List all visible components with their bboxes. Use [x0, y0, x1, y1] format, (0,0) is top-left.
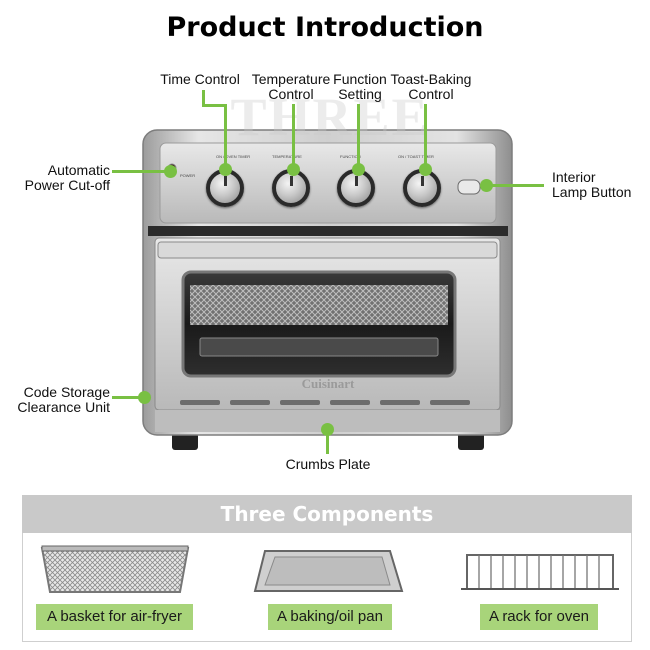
power-label: POWER [180, 173, 195, 178]
pan-inner [264, 556, 391, 586]
knob-label-time: ON / OVEN TIMER [216, 154, 250, 159]
vent-2 [230, 400, 270, 405]
knob-label-temp: TEMPERATURE [272, 154, 302, 159]
components-heading: Three Components [22, 495, 632, 533]
line-function [357, 104, 360, 166]
vent-6 [430, 400, 470, 405]
dot-power [164, 165, 177, 178]
vent-1 [180, 400, 220, 405]
basket-rim [41, 545, 189, 552]
component-label-basket: A basket for air-fryer [36, 604, 193, 630]
rack-bars [478, 555, 600, 589]
label-toast-baking-control: Toast-Baking Control [390, 71, 472, 102]
rack-frame [466, 554, 614, 590]
lamp-button-shape [457, 179, 481, 195]
inner-pan [199, 337, 439, 357]
label-code-storage: Code Storage Clearance Unit [17, 384, 110, 415]
line-temp [292, 104, 295, 166]
pan-image [253, 550, 404, 592]
line-time-c [224, 104, 227, 166]
component-label-pan: A baking/oil pan [268, 604, 392, 630]
label-lamp-button: Interior Lamp Button [552, 169, 632, 200]
dot-temp [287, 163, 300, 176]
oven-illustration: ON / OVEN TIMER TEMPERATURE FUNCTION ON … [142, 129, 513, 450]
basket-image [40, 545, 190, 593]
dot-toast [419, 163, 432, 176]
knob-label-function: FUNCTION [340, 154, 361, 159]
vent-3 [280, 400, 320, 405]
label-temperature-control: Temperature Control [251, 71, 331, 102]
rack-image [461, 554, 619, 590]
label-time-control: Time Control [160, 71, 240, 87]
door-seam [148, 226, 508, 236]
oven-brand: Cuisinart [302, 376, 355, 391]
line-code-storage [112, 396, 142, 399]
line-toast [424, 104, 427, 166]
label-crumbs-plate: Crumbs Plate [285, 456, 371, 472]
watermark: THREE [230, 87, 430, 147]
knob-label-toast: ON / TOAST TIMER [398, 154, 434, 159]
dot-code-storage [138, 391, 151, 404]
vent-4 [330, 400, 370, 405]
component-label-rack: A rack for oven [480, 604, 598, 630]
line-power [112, 170, 168, 173]
line-time-b [202, 104, 227, 107]
page-title: Product Introduction [166, 12, 484, 43]
dot-function [352, 163, 365, 176]
dot-crumbs [321, 423, 334, 436]
label-power-cutoff: Automatic Power Cut-off [24, 162, 110, 193]
vent-5 [380, 400, 420, 405]
dot-time [219, 163, 232, 176]
door-handle [157, 241, 498, 259]
dot-lamp [480, 179, 493, 192]
label-function-setting: Function Setting [333, 71, 387, 102]
line-lamp [490, 184, 544, 187]
basket-body [40, 547, 190, 593]
oven-bottom-strip [155, 410, 500, 432]
inner-basket [190, 285, 448, 325]
line-time-a [202, 90, 205, 105]
line-crumbs [326, 434, 329, 454]
